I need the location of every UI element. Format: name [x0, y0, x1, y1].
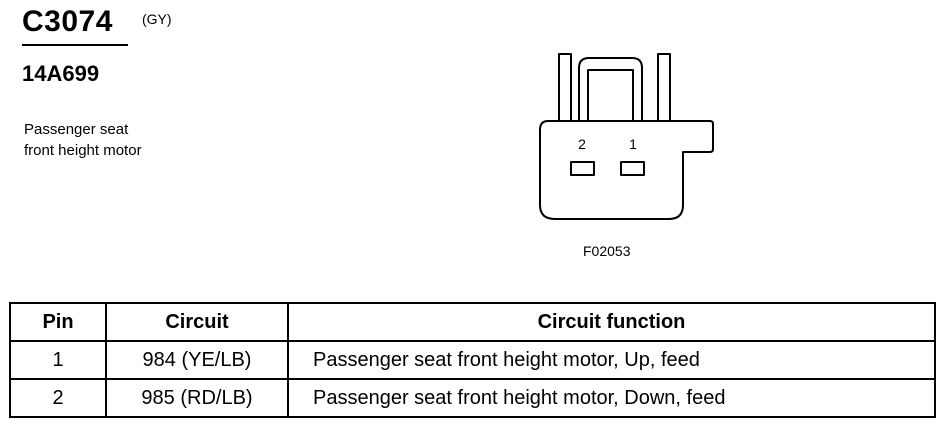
- connector-face-diagram: 2 1: [539, 53, 714, 220]
- cell-circuit-function: Passenger seat front height motor, Up, f…: [287, 340, 936, 380]
- cell-pin: 2: [9, 378, 107, 418]
- cell-circuit: 985 (RD/LB): [105, 378, 289, 418]
- pin-label-2: 2: [578, 136, 586, 152]
- figure-id: F02053: [583, 243, 631, 259]
- pinout-table: Pin Circuit Circuit function 1 984 (YE/L…: [9, 302, 936, 418]
- right-latch-post: [657, 53, 671, 122]
- pin-label-1: 1: [629, 136, 637, 152]
- left-latch-post: [558, 53, 572, 122]
- table-row: 2 985 (RD/LB) Passenger seat front heigh…: [9, 378, 936, 418]
- connector-id: C3074: [22, 5, 113, 38]
- title-underline: [22, 44, 128, 46]
- table-header-row: Pin Circuit Circuit function: [9, 302, 936, 342]
- part-number: 14A699: [22, 61, 100, 86]
- lock-bridge-inner: [587, 69, 634, 122]
- description-line-2: front height motor: [24, 142, 142, 159]
- cell-circuit: 984 (YE/LB): [105, 340, 289, 380]
- table-row: 1 984 (YE/LB) Passenger seat front heigh…: [9, 340, 936, 380]
- pin-cavity-2: [570, 161, 595, 176]
- connector-description: Passenger seat front height motor: [24, 119, 244, 161]
- header-pin: Pin: [9, 302, 107, 342]
- connector-color-code: (GY): [142, 11, 172, 27]
- cell-pin: 1: [9, 340, 107, 380]
- description-line-1: Passenger seat: [24, 121, 129, 138]
- cell-circuit-function: Passenger seat front height motor, Down,…: [287, 378, 936, 418]
- header-circuit-function: Circuit function: [287, 302, 936, 342]
- header-circuit: Circuit: [105, 302, 289, 342]
- pin-cavity-1: [620, 161, 645, 176]
